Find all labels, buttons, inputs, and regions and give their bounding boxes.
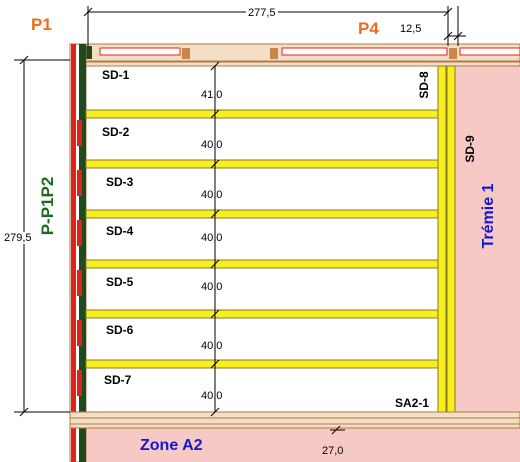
joist-label: SD-7 <box>104 373 132 387</box>
spacing-tick <box>210 359 220 369</box>
left-wall-red-block <box>77 170 82 196</box>
joist-label: SD-4 <box>106 224 134 238</box>
spacing-value: 40,0 <box>201 189 223 201</box>
spacing-value: 40,0 <box>201 390 223 402</box>
joist-beam <box>85 359 439 369</box>
zone-a2-area <box>80 428 520 462</box>
joist-beam <box>85 309 439 319</box>
joist-label: SD-1 <box>102 68 130 82</box>
sd9-label: SD-9 <box>463 135 477 163</box>
p4-label: P4 <box>358 19 379 38</box>
joist-beam <box>85 259 439 269</box>
tremie-area <box>455 66 520 412</box>
spacing-tick <box>210 309 220 319</box>
joist-label: SD-2 <box>102 125 130 139</box>
left-dim-tick-top <box>19 55 29 65</box>
bottom-zone-dimension: 27,0 <box>322 445 344 457</box>
left-wall-red-block <box>77 270 82 296</box>
zone-label: Zone A2 <box>140 437 203 454</box>
joist-label: SD-5 <box>106 275 134 289</box>
sd8-beam <box>437 65 447 413</box>
left-wall-red-block <box>77 370 82 396</box>
left-dim-tick-bottom <box>19 407 29 417</box>
side-wall-label: P-P1P2 <box>38 176 57 236</box>
top-stud-1 <box>182 48 190 59</box>
top-post <box>86 46 92 59</box>
small-dim-tick-2 <box>453 31 463 41</box>
bottom-plate-3 <box>69 423 520 429</box>
joists-group <box>77 109 439 396</box>
bottom-dim-tick <box>331 425 341 435</box>
top-plate <box>69 61 520 67</box>
spacing-value: 41,0 <box>201 89 223 101</box>
top-small-dimension: 12,5 <box>400 23 422 35</box>
joist-beam <box>85 159 439 169</box>
spacing-value: 40,0 <box>201 281 223 293</box>
top-lintel-2 <box>281 47 448 56</box>
spacing-tick <box>210 407 220 417</box>
joist-beam <box>85 109 439 119</box>
top-length-dimension: 277,5 <box>246 7 278 19</box>
spacing-tick <box>210 209 220 219</box>
spacing-value: 40,0 <box>201 232 223 244</box>
sd9-beam <box>446 65 456 413</box>
bottom-plate-2 <box>69 417 520 425</box>
sa-label: SA2-1 <box>395 396 430 410</box>
top-lintel-1 <box>99 47 181 56</box>
spacing-ticks-group <box>210 61 220 417</box>
spacing-value: 40,0 <box>201 139 223 151</box>
p1-label: P1 <box>31 15 52 34</box>
left-wall-red-block <box>77 120 82 146</box>
top-dim-tick-left <box>83 7 93 17</box>
sd8-label: SD-8 <box>417 71 431 99</box>
top-stud-2 <box>270 48 278 59</box>
small-dim-tick-1 <box>443 31 453 41</box>
spacing-tick <box>210 109 220 119</box>
spacing-value: 40,0 <box>201 340 223 352</box>
tremie-label: Trémie 1 <box>480 183 497 249</box>
spacing-tick <box>210 259 220 269</box>
top-lintel-3 <box>459 47 520 56</box>
left-wall-red-band <box>71 44 76 462</box>
left-wall-red-block <box>77 320 82 346</box>
left-wall-red-block <box>77 220 82 246</box>
top-stud-3 <box>449 48 457 59</box>
left-height-dimension: 279,5 <box>4 232 32 244</box>
left-wall-green-band <box>79 44 86 462</box>
top-dim-tick-mid <box>443 7 453 17</box>
spacing-tick <box>210 61 220 71</box>
joist-label: SD-3 <box>106 175 134 189</box>
joist-label: SD-6 <box>106 323 134 337</box>
bottom-plate-1 <box>69 411 520 419</box>
spacing-tick <box>210 159 220 169</box>
joist-beam <box>85 209 439 219</box>
